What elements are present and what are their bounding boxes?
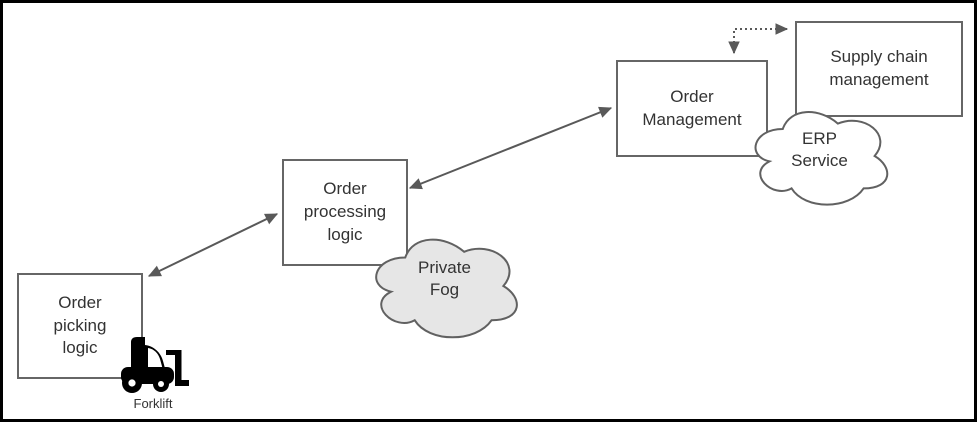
private-fog-cloud [366,229,523,343]
erp-service-label: ERP Service [791,128,848,170]
forklift-label: Forklift [133,396,173,411]
box-order-processing-logic: Order processing logic [282,159,408,266]
arrow-management-supply-dotted [728,23,789,55]
forklift-icon [121,337,189,393]
erp-service-cloud [746,102,893,210]
private-fog-label: Private Fog [418,257,471,299]
arrow-picking-processing [147,213,279,277]
box-order-management: Order Management [616,60,768,157]
box-supply-chain-management: Supply chain management [795,21,963,117]
arrow-processing-management [408,106,613,190]
box-order-picking-logic: Order picking logic [17,273,143,379]
